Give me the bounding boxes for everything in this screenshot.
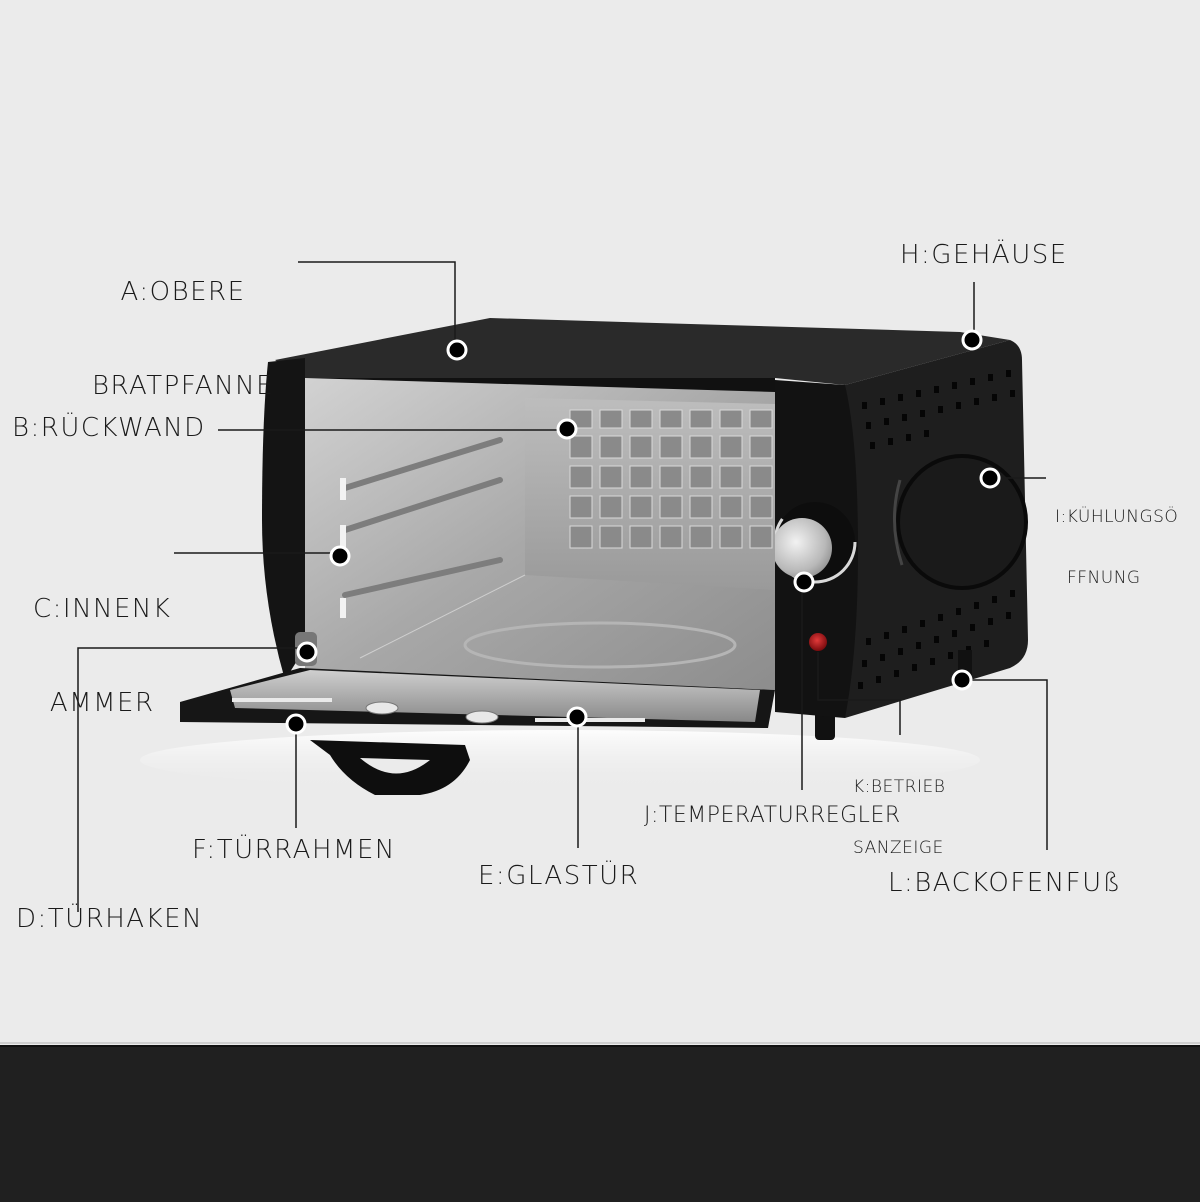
label-i-line2: FFNUNG <box>1067 567 1141 588</box>
oven-illustration <box>77 261 1048 912</box>
callout-dot-e <box>566 706 588 728</box>
label-c: C:INNENK AMMER <box>33 532 171 782</box>
callout-dot-j <box>793 571 815 593</box>
side-rails <box>342 437 503 598</box>
label-l: L:BACKOFENFUß <box>888 868 1122 898</box>
callout-dot-i <box>979 467 1001 489</box>
label-i-line1: I:KÜHLUNGSÖ <box>1055 506 1179 527</box>
back-wall-pattern <box>569 409 773 549</box>
vent-holes-top <box>862 370 1015 449</box>
label-k-line1: K:BETRIEB <box>853 776 946 797</box>
footer-band <box>0 1045 1200 1202</box>
callout-dot-c <box>329 545 351 567</box>
callout-dots <box>285 329 1001 735</box>
leader-lines <box>77 261 1048 912</box>
label-b: B:RÜCKWAND <box>12 413 206 443</box>
callout-dot-l <box>951 669 973 691</box>
callout-dot-a <box>446 339 468 361</box>
top-plate <box>275 318 1010 385</box>
label-k: K:BETRIEB SANZEIGE <box>853 736 945 899</box>
label-a: A:OBERE BRATPFANNE <box>92 215 274 465</box>
label-j: J:TEMPERATURREGLER <box>644 803 901 828</box>
callout-dot-b <box>556 418 578 440</box>
glass-door <box>230 670 760 722</box>
temperature-knob <box>772 518 832 578</box>
indicator-light <box>809 633 827 651</box>
label-c-line1: C:INNENK <box>33 594 172 625</box>
callout-dot-d <box>296 641 318 663</box>
callout-dot-h <box>961 329 983 351</box>
label-i: I:KÜHLUNGSÖ FFNUNG <box>1055 466 1178 629</box>
rail-highlights <box>340 478 346 618</box>
vent-holes-bottom <box>858 590 1015 689</box>
label-d: D:TÜRHAKEN <box>16 904 204 934</box>
callout-dot-f <box>285 713 307 735</box>
label-f: F:TÜRRAHMEN <box>192 835 396 865</box>
label-a-line1: A:OBERE <box>120 277 246 308</box>
label-c-line2: AMMER <box>49 687 155 718</box>
footer-separator <box>0 1042 1200 1044</box>
cooling-opening <box>896 454 1028 590</box>
label-a-line2: BRATPFANNE <box>92 370 275 401</box>
label-e: E:GLASTÜR <box>478 861 640 891</box>
label-k-line2: SANZEIGE <box>853 837 944 858</box>
label-h: H:GEHÄUSE <box>900 240 1068 270</box>
diagram-canvas: A:OBERE BRATPFANNE B:RÜCKWAND C:INNENK A… <box>12 215 1178 934</box>
left-frame <box>262 358 305 680</box>
